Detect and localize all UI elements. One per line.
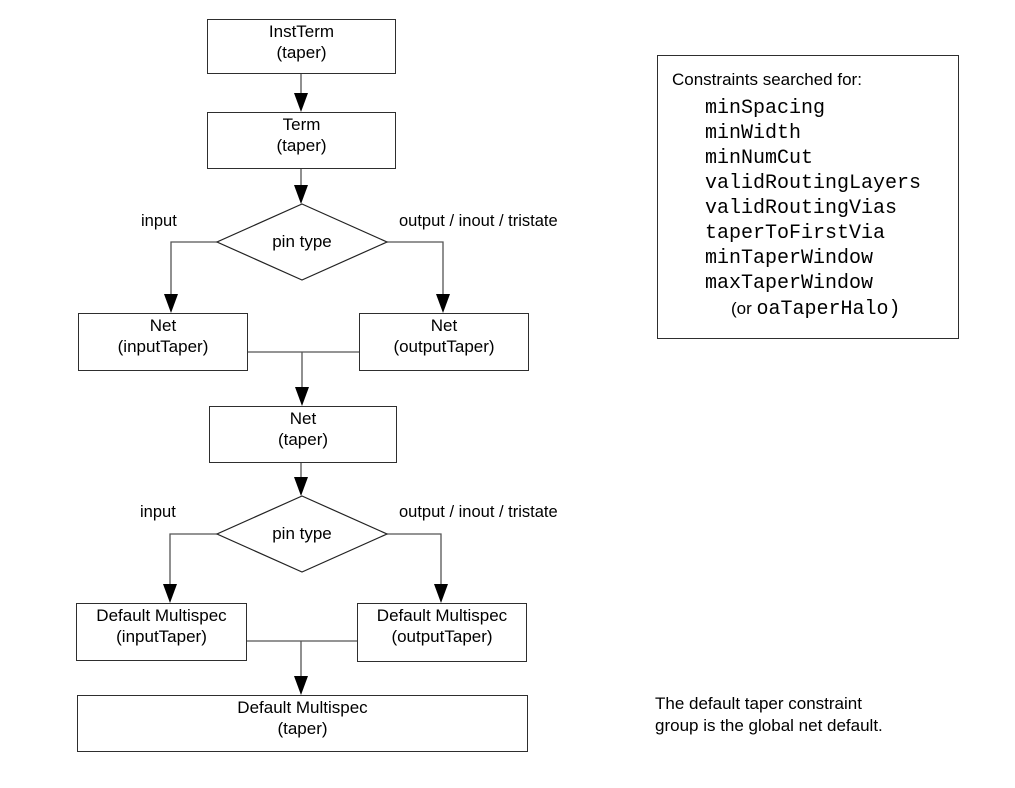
constraint-item: validRoutingVias xyxy=(705,197,898,220)
decision-diamond-2 xyxy=(215,495,389,573)
box-label-line1: Default Multispec xyxy=(376,606,508,625)
edge-label-input-2: input xyxy=(140,503,176,521)
constraint-item: maxTaperWindow xyxy=(705,272,874,295)
edge-label-output-1: output / inout / tristate xyxy=(399,212,558,230)
note-line1: The default taper constraint xyxy=(655,694,862,713)
connector-decision2-to-dm-input xyxy=(169,533,217,585)
flowchart-box-default-multispec-outputtaper: Default Multispec (outputTaper) xyxy=(357,603,527,662)
box-label-line2: (inputTaper) xyxy=(117,337,209,356)
constraint-item: minSpacing xyxy=(705,97,826,120)
decision2-label: pin type xyxy=(272,524,332,543)
flowchart-box-instterm: InstTerm (taper) xyxy=(207,19,396,74)
box-label-line2: (outputTaper) xyxy=(393,337,495,356)
arrowhead-into-dm-taper xyxy=(294,676,308,695)
arrowhead-into-decision2 xyxy=(294,477,308,496)
constraint-item: taperToFirstVia xyxy=(705,222,886,245)
constraint-item: minTaperWindow xyxy=(705,247,874,270)
constraint-item: minNumCut xyxy=(705,147,814,170)
constraints-list: minSpacing minWidth minNumCut validRouti… xyxy=(705,96,958,321)
arrowhead-into-term xyxy=(294,93,308,112)
flowchart-box-net-inputtaper: Net (inputTaper) xyxy=(78,313,248,371)
arrowhead-into-decision1 xyxy=(294,185,308,204)
constraints-panel: Constraints searched for: minSpacing min… xyxy=(657,55,959,339)
connector-decision1-to-net-input xyxy=(170,241,217,295)
connector-decision1-to-net-output xyxy=(387,241,444,295)
box-label-line2: (taper) xyxy=(277,719,328,738)
arrowhead-into-net-input xyxy=(164,294,178,313)
edge-label-input-1: input xyxy=(141,212,177,230)
flowchart-box-net-outputtaper: Net (outputTaper) xyxy=(359,313,529,371)
arrowhead-into-dm-input xyxy=(163,584,177,603)
default-taper-note: The default taper constraint group is th… xyxy=(655,693,883,737)
constraint-item-alternate: (or oaTaperHalo) xyxy=(731,296,958,321)
box-label-line1: Net xyxy=(430,316,458,335)
flowchart-box-term: Term (taper) xyxy=(207,112,396,169)
box-label-line1: Term xyxy=(282,115,321,134)
constraint-alt-code: oaTaperHalo) xyxy=(756,298,901,321)
constraints-panel-title: Constraints searched for: xyxy=(672,70,862,89)
constraint-item: validRoutingLayers xyxy=(705,172,922,195)
decision-diamond-1 xyxy=(215,203,389,281)
constraint-alt-prefix: (or xyxy=(731,299,757,318)
box-label-line1: Net xyxy=(149,316,177,335)
arrowhead-into-net-output xyxy=(436,294,450,313)
box-label-line1: Default Multispec xyxy=(96,606,227,625)
flowchart-box-net-taper: Net (taper) xyxy=(209,406,397,463)
box-label-line1: InstTerm xyxy=(268,22,335,41)
box-label-line2: (outputTaper) xyxy=(391,627,493,646)
edge-label-output-2: output / inout / tristate xyxy=(399,503,558,521)
arrowhead-into-dm-output xyxy=(434,584,448,603)
box-label-line2: (inputTaper) xyxy=(116,627,207,646)
flowchart-box-default-multispec-inputtaper: Default Multispec (inputTaper) xyxy=(76,603,247,661)
connector-decision2-to-dm-output xyxy=(387,533,442,585)
box-label-line1: Net xyxy=(289,409,317,428)
box-label-line2: (taper) xyxy=(276,43,327,62)
box-label-line1: Default Multispec xyxy=(237,698,368,717)
note-line2: group is the global net default. xyxy=(655,716,883,735)
constraint-item: minWidth xyxy=(705,122,802,145)
box-label-line2: (taper) xyxy=(276,136,327,155)
arrowhead-into-net-taper xyxy=(295,387,309,406)
decision1-label: pin type xyxy=(272,232,332,251)
box-label-line2: (taper) xyxy=(277,430,329,449)
flowchart-box-default-multispec-taper: Default Multispec (taper) xyxy=(77,695,528,752)
